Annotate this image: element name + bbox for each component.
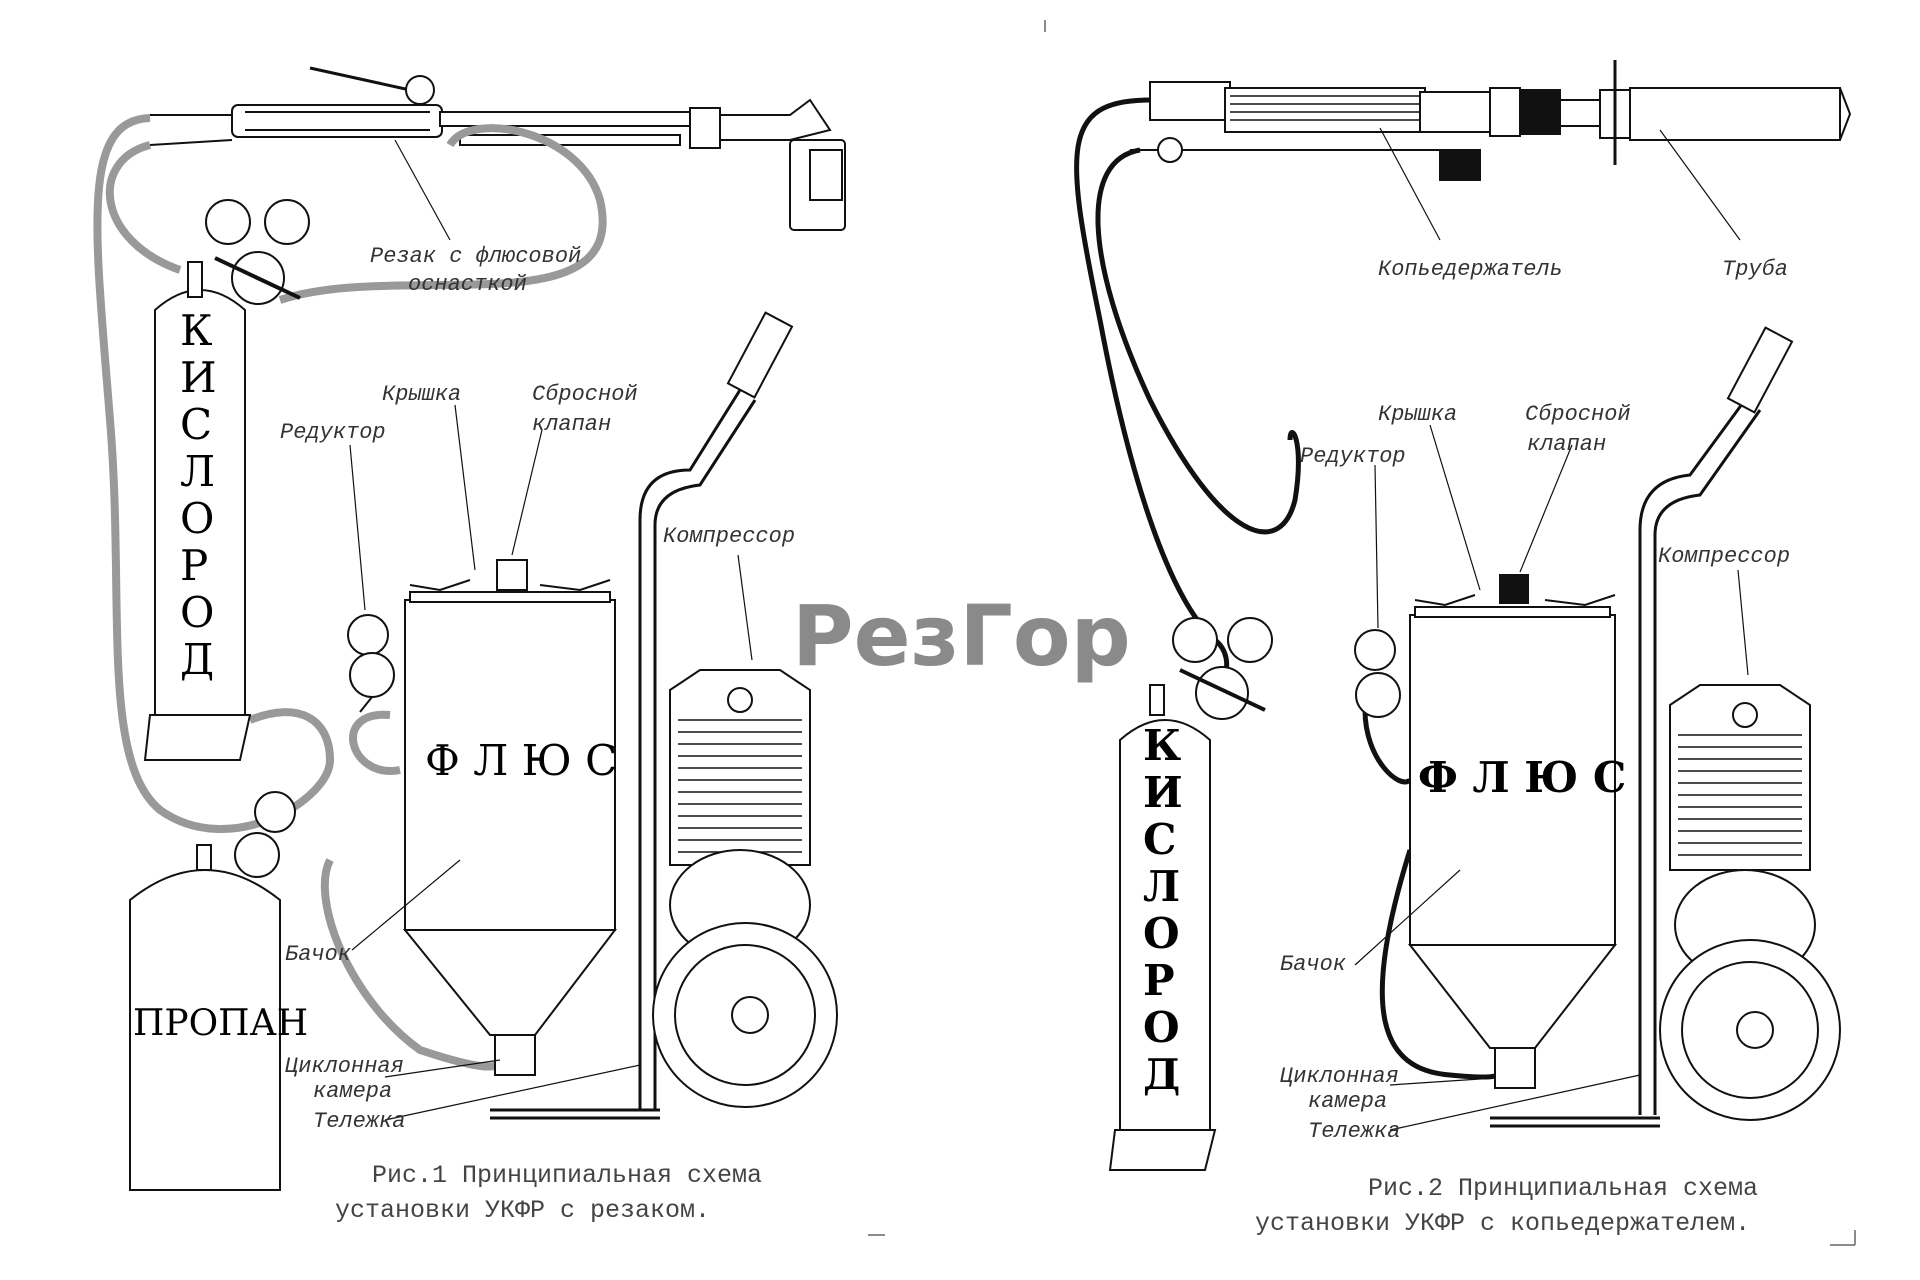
caption-1-line1: Рис.1 Принципиальная схема <box>372 1161 762 1190</box>
label-cutter: Резак с флюсовой <box>370 244 581 269</box>
label-cyclone-2b: камера <box>1308 1089 1387 1114</box>
oxygen-letter: О <box>180 588 214 637</box>
propane-cylinder <box>129 791 296 1191</box>
label-cyclone: Циклонная <box>285 1054 404 1079</box>
label-valve-2: клапан <box>532 412 611 437</box>
hoses <box>93 114 607 1071</box>
reducer-gauge <box>347 614 395 713</box>
watermark: РезГор <box>792 587 1131 685</box>
oxygen-cylinder <box>143 199 310 761</box>
oxygen-letter: О <box>1143 1003 1180 1052</box>
label-lance-holder: Копьедержатель <box>1378 257 1563 282</box>
label-lid-2: Крышка <box>1378 402 1457 427</box>
label-tank-2: Бачок <box>1280 952 1347 977</box>
figure-1 <box>93 66 846 1191</box>
oxygen-letter: К <box>1143 721 1181 770</box>
label-cutter-2: оснасткой <box>408 272 527 297</box>
flux-label-2: Ф Л Ю С <box>1418 753 1626 802</box>
lance-holder <box>1130 60 1852 181</box>
label-reducer-2: Редуктор <box>1300 444 1406 469</box>
label-tank: Бачок <box>285 942 352 967</box>
oxygen-letter: Д <box>1143 1050 1180 1099</box>
oxygen-letter: Р <box>180 541 208 590</box>
oxygen-letters-2: К И С Л О Р О Д <box>1143 721 1183 1099</box>
leader-lines-1 <box>349 139 753 1121</box>
propane-label: ПРОПАН <box>133 1003 308 1044</box>
label-pipe: Труба <box>1722 257 1788 282</box>
cart <box>490 311 794 1120</box>
figure-2 <box>1074 60 1852 1171</box>
label-valve: Сбросной <box>532 382 638 407</box>
oxygen-letter: Л <box>180 447 215 496</box>
label-cart: Тележка <box>313 1109 405 1134</box>
cutter-torch <box>149 66 846 231</box>
label-cart-2: Тележка <box>1308 1119 1400 1144</box>
compressor <box>652 669 838 1108</box>
caption-2-line2: установки УКФР с копьедержателем. <box>1255 1209 1750 1238</box>
caption-2-line1: Рис.2 Принципиальная схема <box>1368 1174 1758 1203</box>
oxygen-cylinder-2 <box>1108 617 1273 1171</box>
oxygen-letter: О <box>1143 909 1180 958</box>
label-valve-2a: Сбросной <box>1525 402 1631 427</box>
label-valve-2b: клапан <box>1527 432 1606 457</box>
label-cyclone-2a: Циклонная <box>1280 1064 1399 1089</box>
label-cyclone-2: камера <box>313 1079 392 1104</box>
crop-marks <box>868 20 1856 1246</box>
oxygen-letter: С <box>180 400 212 449</box>
figure-1-text: Резак с флюсовой оснасткой Редуктор Крыш… <box>133 244 795 1225</box>
oxygen-letter: О <box>180 494 214 543</box>
leader-lines-2 <box>1354 127 1749 1131</box>
flux-tank-2 <box>1407 574 1618 1089</box>
oxygen-letter: И <box>1143 768 1183 817</box>
label-lid: Крышка <box>382 382 461 407</box>
caption-1-line2: установки УКФР с резаком. <box>335 1196 710 1225</box>
oxygen-letter: Д <box>180 635 214 684</box>
compressor-2 <box>1659 684 1841 1121</box>
oxygen-letter: К <box>180 306 213 355</box>
oxygen-letter: С <box>1143 815 1176 864</box>
label-compressor: Компрессор <box>663 524 795 549</box>
cart-2 <box>1490 326 1794 1128</box>
reducer-gauge-2 <box>1354 629 1401 718</box>
label-reducer: Редуктор <box>280 420 386 445</box>
oxygen-letter: Р <box>1143 956 1175 1005</box>
label-compressor-2: Компрессор <box>1658 544 1790 569</box>
oxygen-letter: И <box>180 353 217 402</box>
flux-tank <box>402 559 618 1076</box>
flux-label-1: Ф Л Ю С <box>425 736 617 785</box>
oxygen-letters-1: К И С Л О Р О Д <box>180 306 217 684</box>
figure-2-text: Копьедержатель Труба Крышка Сбросной кла… <box>1143 257 1790 1238</box>
hoses-2 <box>1074 97 1503 1080</box>
oxygen-letter: Л <box>1143 862 1180 911</box>
